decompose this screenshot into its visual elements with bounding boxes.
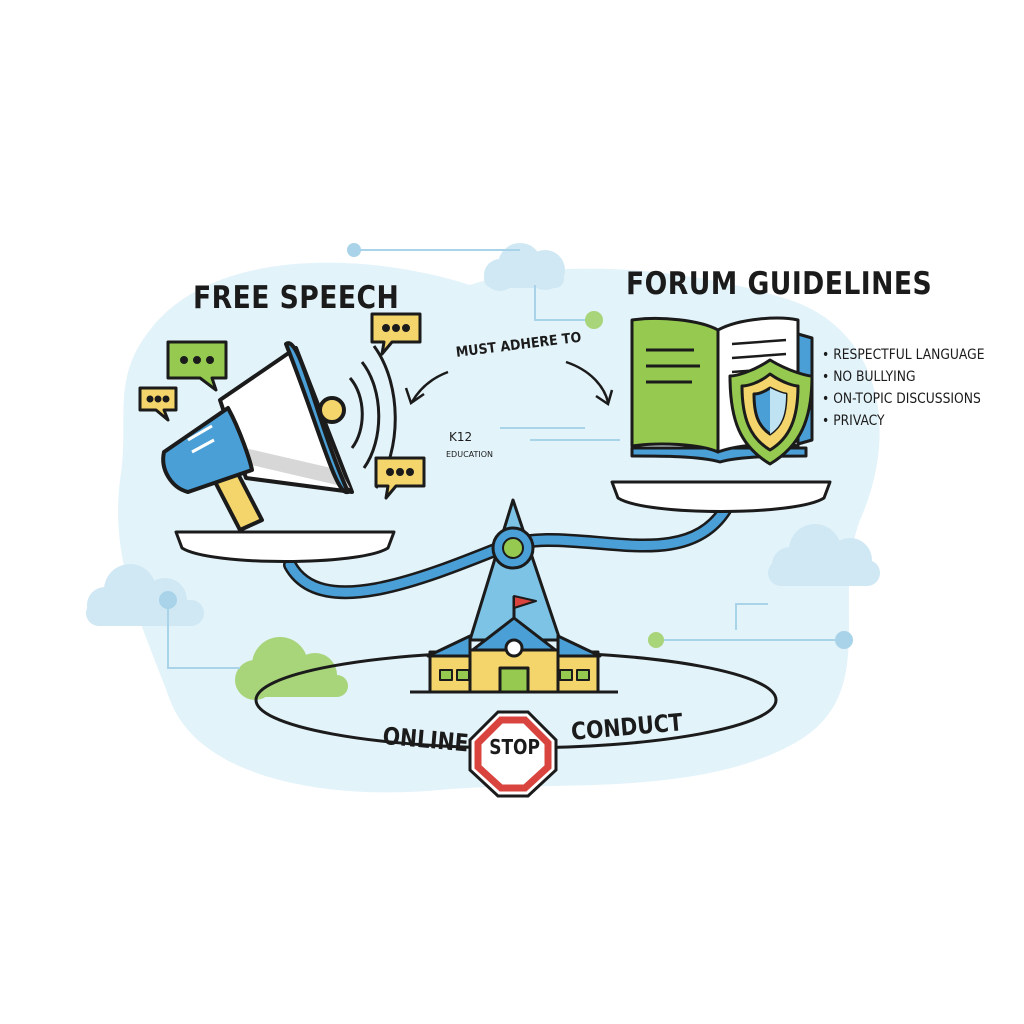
speech-bubble-icon bbox=[138, 386, 178, 422]
speech-bubble-icon bbox=[166, 340, 228, 392]
guideline-item: NO BULLYING bbox=[822, 366, 984, 388]
cloud-icon bbox=[484, 243, 565, 291]
shield-icon bbox=[728, 358, 814, 466]
network-node bbox=[159, 591, 177, 609]
speech-bubble-icon bbox=[374, 456, 426, 500]
adhere-arrow bbox=[404, 360, 614, 406]
school-icon bbox=[410, 595, 618, 694]
network-node bbox=[585, 311, 603, 329]
network-node bbox=[648, 632, 664, 648]
guidelines-list: RESPECTFUL LANGUAGE NO BULLYING ON-TOPIC… bbox=[822, 344, 984, 432]
guideline-item: RESPECTFUL LANGUAGE bbox=[822, 344, 984, 366]
speech-bubble-icon bbox=[370, 312, 422, 356]
stop-sign-icon bbox=[468, 710, 558, 798]
megaphone-icon bbox=[161, 341, 397, 532]
scale-pan-left bbox=[174, 530, 396, 563]
guideline-item: PRIVACY bbox=[822, 410, 984, 432]
network-node bbox=[347, 243, 361, 257]
cloud-icon bbox=[768, 524, 880, 586]
network-node bbox=[835, 631, 853, 649]
network-lines bbox=[167, 249, 844, 669]
education-label: EDUCATION bbox=[446, 450, 494, 459]
stop-label: STOP bbox=[489, 735, 540, 759]
guideline-item: ON-TOPIC DISCUSSIONS bbox=[822, 388, 984, 410]
balance-scale-icon bbox=[283, 498, 732, 642]
forum-guidelines-title: FORUM GUIDELINES bbox=[626, 266, 933, 302]
free-speech-title: FREE SPEECH bbox=[193, 280, 400, 316]
k12-label: K12 bbox=[449, 430, 473, 444]
scale-pan-right bbox=[610, 480, 832, 513]
cloud-icon bbox=[235, 637, 348, 700]
